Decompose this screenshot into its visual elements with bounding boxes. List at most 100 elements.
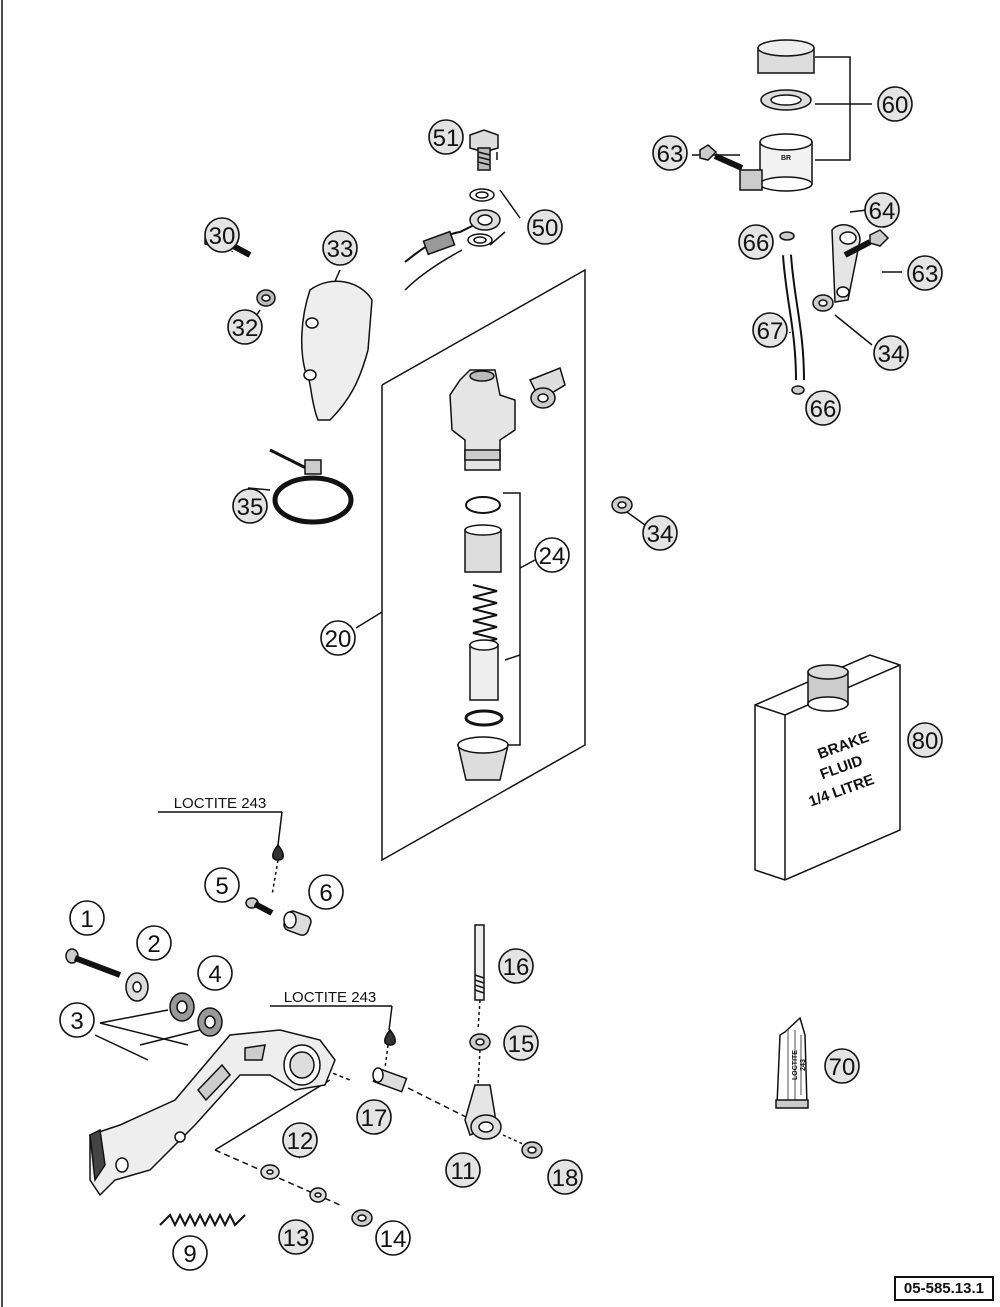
loctite-label-lower: LOCTITE 243 bbox=[284, 989, 377, 1006]
callout-33: 33 bbox=[322, 230, 358, 266]
svg-text:24: 24 bbox=[539, 543, 566, 570]
callout-67: 67 bbox=[752, 312, 788, 348]
brake-pedal-3 bbox=[89, 1029, 336, 1197]
bearing-4 bbox=[169, 992, 223, 1037]
callout-4: 4 bbox=[197, 955, 233, 991]
callout-13: 13 bbox=[278, 1219, 314, 1255]
svg-text:33: 33 bbox=[327, 236, 354, 263]
nut-34-mid bbox=[611, 496, 633, 514]
callout-64: 64 bbox=[864, 192, 900, 228]
reference-code: 05-585.13.1 bbox=[893, 1276, 994, 1301]
callout-34: 34 bbox=[642, 515, 678, 551]
tube-label-line-1: LOCTITE bbox=[792, 1050, 799, 1080]
callout-50: 50 bbox=[527, 209, 563, 245]
spring-9 bbox=[159, 1212, 246, 1228]
callout-60: 60 bbox=[877, 86, 913, 122]
svg-text:15: 15 bbox=[508, 1031, 535, 1058]
loctite-tube-70 bbox=[775, 1016, 809, 1109]
callout-2: 2 bbox=[136, 925, 172, 961]
tube-label-line-2: 243 bbox=[800, 1059, 807, 1071]
callout-80: 80 bbox=[907, 722, 943, 758]
callout-20: 20 bbox=[320, 620, 356, 656]
svg-text:70: 70 bbox=[829, 1054, 856, 1081]
callout-66: 66 bbox=[805, 390, 841, 426]
callout-70: 70 bbox=[824, 1048, 860, 1084]
nut-15 bbox=[469, 1033, 491, 1051]
svg-text:67: 67 bbox=[757, 318, 784, 345]
svg-text:5: 5 bbox=[215, 873, 228, 900]
svg-text:3: 3 bbox=[70, 1008, 83, 1035]
svg-text:34: 34 bbox=[647, 521, 674, 548]
svg-text:16: 16 bbox=[503, 954, 530, 981]
callout-51: 51 bbox=[428, 119, 464, 155]
callout-6: 6 bbox=[308, 874, 344, 910]
callout-32: 32 bbox=[227, 309, 263, 345]
nut-14 bbox=[351, 1209, 373, 1227]
rebuild-kit-24 bbox=[457, 496, 509, 781]
nut-32 bbox=[256, 289, 276, 307]
svg-text:50: 50 bbox=[532, 215, 559, 242]
callout-34: 34 bbox=[873, 335, 909, 371]
bolt-63-top bbox=[699, 144, 744, 171]
callout-3: 3 bbox=[59, 1002, 95, 1038]
brake-line-50 bbox=[404, 188, 501, 291]
spacer-6 bbox=[283, 910, 312, 936]
svg-text:64: 64 bbox=[869, 198, 896, 225]
svg-text:60: 60 bbox=[882, 92, 909, 119]
svg-text:30: 30 bbox=[209, 223, 236, 250]
clamp-66-bottom bbox=[791, 385, 805, 395]
banjo-bolt-51 bbox=[469, 129, 499, 171]
callout-35: 35 bbox=[232, 488, 268, 524]
bracket-64 bbox=[831, 224, 861, 303]
callout-24: 24 bbox=[534, 537, 570, 573]
svg-text:2: 2 bbox=[147, 931, 160, 958]
nut-18 bbox=[521, 1141, 543, 1159]
cable-tie-35 bbox=[269, 448, 354, 525]
master-cylinder-20 bbox=[449, 366, 566, 471]
clamp-66-top bbox=[779, 231, 795, 241]
callout-63: 63 bbox=[652, 135, 688, 171]
svg-text:4: 4 bbox=[208, 961, 221, 988]
svg-text:12: 12 bbox=[287, 1128, 314, 1155]
reservoir-60 bbox=[739, 39, 815, 192]
svg-text:17: 17 bbox=[361, 1105, 388, 1132]
callout-1: 1 bbox=[69, 900, 105, 936]
svg-text:66: 66 bbox=[810, 396, 837, 423]
clevis-11 bbox=[464, 1084, 502, 1140]
callout-30: 30 bbox=[204, 217, 240, 253]
svg-text:9: 9 bbox=[183, 1241, 196, 1268]
svg-text:13: 13 bbox=[283, 1225, 310, 1252]
svg-text:35: 35 bbox=[237, 494, 264, 521]
loctite-drop-lower bbox=[384, 1028, 396, 1046]
svg-text:32: 32 bbox=[232, 315, 259, 342]
callout-63: 63 bbox=[907, 255, 943, 291]
svg-text:20: 20 bbox=[325, 626, 352, 653]
svg-text:63: 63 bbox=[912, 261, 939, 288]
callout-17: 17 bbox=[356, 1099, 392, 1135]
callout-9: 9 bbox=[172, 1235, 208, 1271]
loctite-drop-upper bbox=[272, 843, 284, 861]
svg-text:63: 63 bbox=[657, 141, 684, 168]
svg-text:51: 51 bbox=[433, 125, 460, 152]
svg-text:6: 6 bbox=[319, 880, 332, 907]
callout-18: 18 bbox=[547, 1159, 583, 1195]
callout-11: 11 bbox=[445, 1152, 481, 1188]
callout-15: 15 bbox=[503, 1025, 539, 1061]
svg-text:11: 11 bbox=[451, 1158, 476, 1185]
callout-16: 16 bbox=[498, 948, 534, 984]
svg-text:66: 66 bbox=[743, 230, 770, 257]
callout-14: 14 bbox=[375, 1220, 411, 1256]
svg-text:34: 34 bbox=[878, 341, 905, 368]
bolt-1 bbox=[65, 948, 122, 978]
callout-66: 66 bbox=[738, 224, 774, 260]
washer-2 bbox=[125, 972, 149, 1002]
callout-12: 12 bbox=[282, 1122, 318, 1158]
svg-text:80: 80 bbox=[912, 728, 939, 755]
pin-17 bbox=[372, 1067, 408, 1093]
bolt-63-right bbox=[843, 229, 890, 258]
loctite-label-upper: LOCTITE 243 bbox=[174, 795, 267, 812]
screw-5 bbox=[245, 897, 274, 916]
reservoir-label: BR bbox=[781, 155, 791, 162]
